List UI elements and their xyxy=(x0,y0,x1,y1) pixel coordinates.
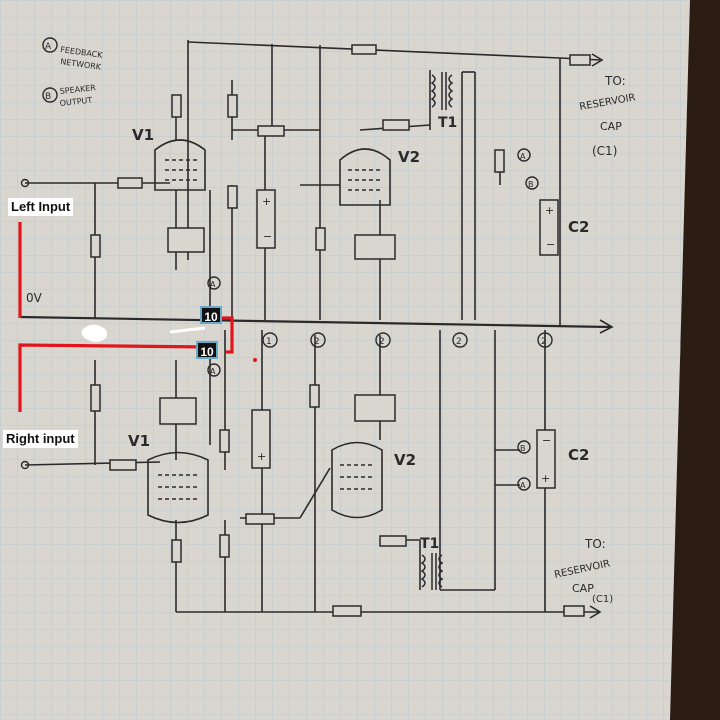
resistor xyxy=(90,384,101,412)
cap-plus-top: + xyxy=(262,195,271,208)
conn-b2: B xyxy=(520,444,526,453)
node-2c-label: 2 xyxy=(456,337,462,347)
node-1-label: 1 xyxy=(266,337,272,347)
resistor xyxy=(494,149,505,173)
v2-bottom-label: V2 xyxy=(394,451,416,469)
v2-top-label: V2 xyxy=(398,148,420,166)
resistor xyxy=(219,534,230,558)
cap-plus-bottom: + xyxy=(257,450,266,463)
conn-a4: A xyxy=(210,367,216,376)
resistor xyxy=(245,513,275,525)
note-b-line1: SPEAKER xyxy=(59,83,96,96)
c2-plus-top: + xyxy=(545,204,554,217)
resistor xyxy=(159,397,197,425)
to-top-3: CAP xyxy=(600,120,622,133)
resistor-10-top: 10 xyxy=(200,306,222,324)
t1-bottom-label: T1 xyxy=(420,536,439,552)
resistor xyxy=(309,384,320,408)
node-2d-label: 2 xyxy=(541,337,547,347)
resistor xyxy=(171,539,182,563)
resistor xyxy=(257,125,285,137)
capacitor-electrolytic xyxy=(256,189,276,249)
resistor xyxy=(354,394,396,422)
node-2a-label: 2 xyxy=(314,337,320,347)
resistor xyxy=(171,94,182,118)
t1-top-label: T1 xyxy=(438,115,457,131)
note-a-mark: A xyxy=(45,42,52,52)
note-b-line2: OUTPUT xyxy=(59,96,92,108)
tube-v1-top xyxy=(154,139,206,191)
right-input-label: Right input xyxy=(3,430,78,448)
to-top-4: (C1) xyxy=(592,144,617,158)
resistor xyxy=(569,54,591,66)
conn-a3: A xyxy=(210,280,216,289)
to-bottom-4: (C1) xyxy=(592,594,613,605)
v1-bottom-label: V1 xyxy=(128,432,150,450)
resistor xyxy=(167,227,205,253)
resistor xyxy=(90,234,101,258)
resistor xyxy=(332,605,362,617)
white-blob xyxy=(81,324,108,343)
resistor xyxy=(219,429,230,453)
c2-minus-bottom: − xyxy=(542,434,551,447)
resistor xyxy=(227,94,238,118)
c2-bottom-label: C2 xyxy=(568,446,589,464)
tube-v2-top xyxy=(339,148,391,206)
c2-top-label: C2 xyxy=(568,218,589,236)
capacitor-electrolytic xyxy=(251,409,271,469)
transformer-t1-bottom-coil xyxy=(420,553,444,590)
resistor xyxy=(563,605,585,617)
bottom-arrow xyxy=(589,605,602,619)
conn-b1: B xyxy=(528,180,534,189)
resistor xyxy=(354,234,396,260)
bus-arrow xyxy=(599,319,614,334)
resistor xyxy=(109,459,137,471)
top-arrow xyxy=(591,53,604,67)
resistor xyxy=(227,185,238,209)
tube-v2-bottom xyxy=(331,441,383,519)
cap-minus-top: − xyxy=(263,230,272,243)
c2-plus-bottom: + xyxy=(541,472,550,485)
resistor xyxy=(382,119,410,131)
resistor xyxy=(351,44,377,55)
tube-v1-bottom xyxy=(147,451,209,524)
white-stroke xyxy=(169,326,206,334)
resistor xyxy=(117,177,143,189)
components xyxy=(90,44,591,617)
zero-volt-label: 0V xyxy=(26,291,43,305)
conn-a1: A xyxy=(520,152,526,161)
note-b-mark: B xyxy=(45,92,51,102)
to-top-1: TO: xyxy=(604,74,626,88)
transformer-t1-top-coil xyxy=(430,72,454,110)
to-bottom-1: TO: xyxy=(584,537,606,551)
conn-a2: A xyxy=(520,481,526,490)
left-input-label: Left Input xyxy=(8,198,74,216)
red-dot xyxy=(253,358,257,362)
resistor xyxy=(379,535,407,547)
resistor xyxy=(315,227,326,251)
arrows xyxy=(589,53,614,619)
capacitor-c2-bottom xyxy=(536,429,556,489)
capacitor-c2-top xyxy=(539,199,559,256)
node-circles xyxy=(20,37,553,491)
c2-minus-top: − xyxy=(546,238,555,251)
node-2b-label: 2 xyxy=(379,337,385,347)
to-bottom-3: CAP xyxy=(572,582,594,595)
v1-top-label: V1 xyxy=(132,126,154,144)
resistor-10-bottom: 10 xyxy=(196,341,218,359)
